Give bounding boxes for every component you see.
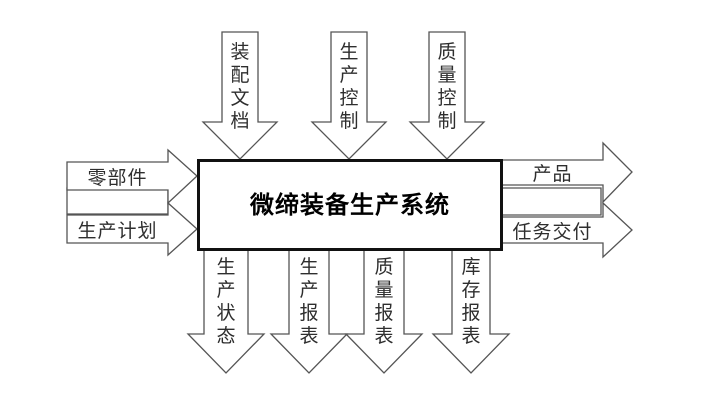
right-output-arrow-product <box>501 141 633 204</box>
top-input-arrow-assembly-docs <box>201 31 279 160</box>
bottom-output-arrow-production-report <box>269 249 349 374</box>
top-input-arrow-quality-control <box>408 31 486 160</box>
bottom-output-arrow-production-status <box>186 249 266 374</box>
central-system-box <box>197 159 503 251</box>
top-input-arrow-production-control <box>310 31 388 160</box>
right-output-arrow-task-delivery <box>501 201 633 259</box>
right-output-band <box>501 187 602 216</box>
left-input-arrow-parts <box>66 148 198 205</box>
left-input-arrow-production-plan <box>66 201 198 257</box>
left-input-band <box>66 187 169 215</box>
bottom-output-arrow-inventory-report <box>431 249 511 374</box>
bottom-output-arrow-quality-report <box>344 249 424 374</box>
